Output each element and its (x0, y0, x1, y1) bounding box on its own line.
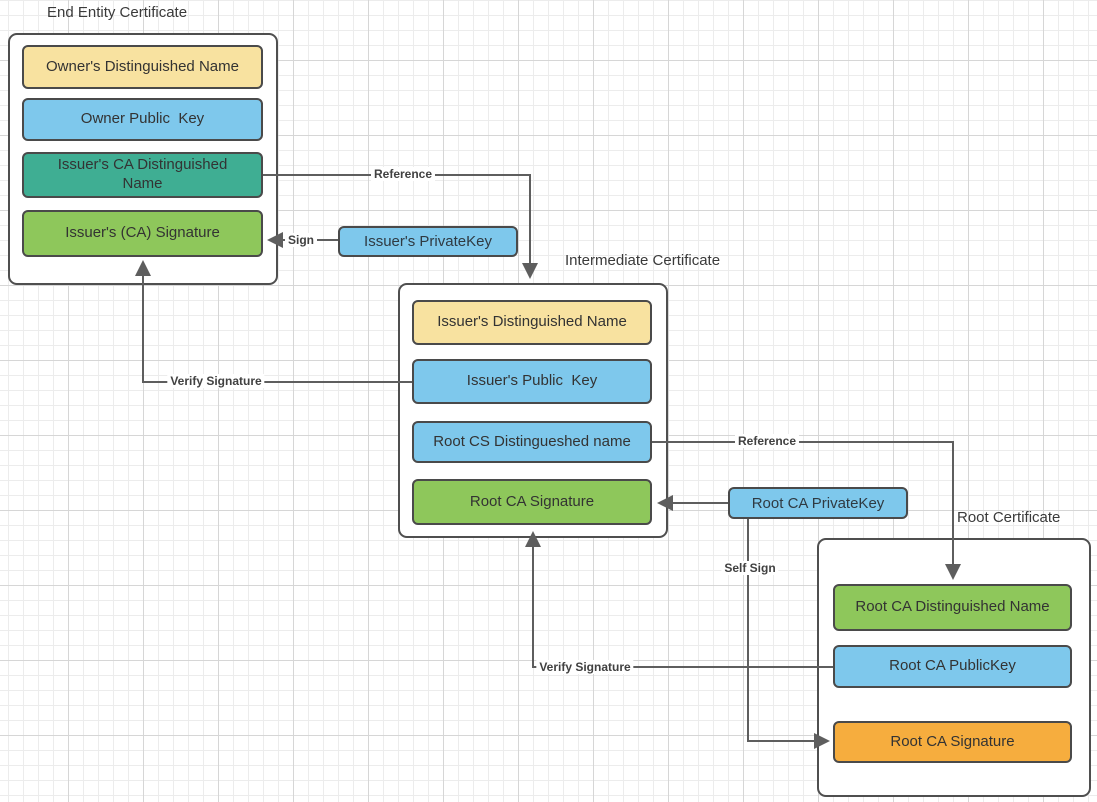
root-ca-privatekey-box[interactable]: Root CA PrivateKey (728, 487, 908, 519)
verify-signature2-connector (525, 531, 833, 668)
field-issuers-public-key[interactable]: Issuer's Public Key (412, 359, 652, 404)
field-issuers-ca-signature[interactable]: Issuer's (CA) Signature (22, 210, 263, 257)
field-root-cs-distingueshed-name[interactable]: Root CS Distingueshed name (412, 421, 652, 463)
field-root-ca-signature-root[interactable]: Root CA Signature (833, 721, 1072, 763)
field-issuers-distinguished-name[interactable]: Issuer's Distinguished Name (412, 300, 652, 345)
field-root-ca-distinguished-name[interactable]: Root CA Distinguished Name (833, 584, 1072, 631)
issuers-privatekey-box[interactable]: Issuer's PrivateKey (338, 226, 518, 257)
field-owners-distinguished-name[interactable]: Owner's Distinguished Name (22, 45, 263, 89)
end-entity-certificate-title: End Entity Certificate (47, 4, 188, 21)
field-issuers-ca-distinguished-name[interactable]: Issuer's CA Distinguished Name (22, 152, 263, 198)
verify-signature1-label: Verify Signature (167, 374, 265, 388)
verify-signature2-label: Verify Signature (536, 660, 634, 674)
field-owner-public-key[interactable]: Owner Public Key (22, 98, 263, 141)
root-certificate-title: Root Certificate (957, 509, 1061, 526)
field-root-ca-signature-intermediate[interactable]: Root CA Signature (412, 479, 652, 525)
reference2-label: Reference (734, 434, 800, 448)
sign-label: Sign (285, 233, 317, 247)
field-root-ca-publickey[interactable]: Root CA PublicKey (833, 645, 1072, 688)
self-sign-connector (747, 519, 830, 749)
intermediate-certificate-title: Intermediate Certificate (565, 252, 721, 269)
self-sign-label: Self Sign (721, 561, 779, 575)
reference1-label: Reference (370, 167, 436, 181)
